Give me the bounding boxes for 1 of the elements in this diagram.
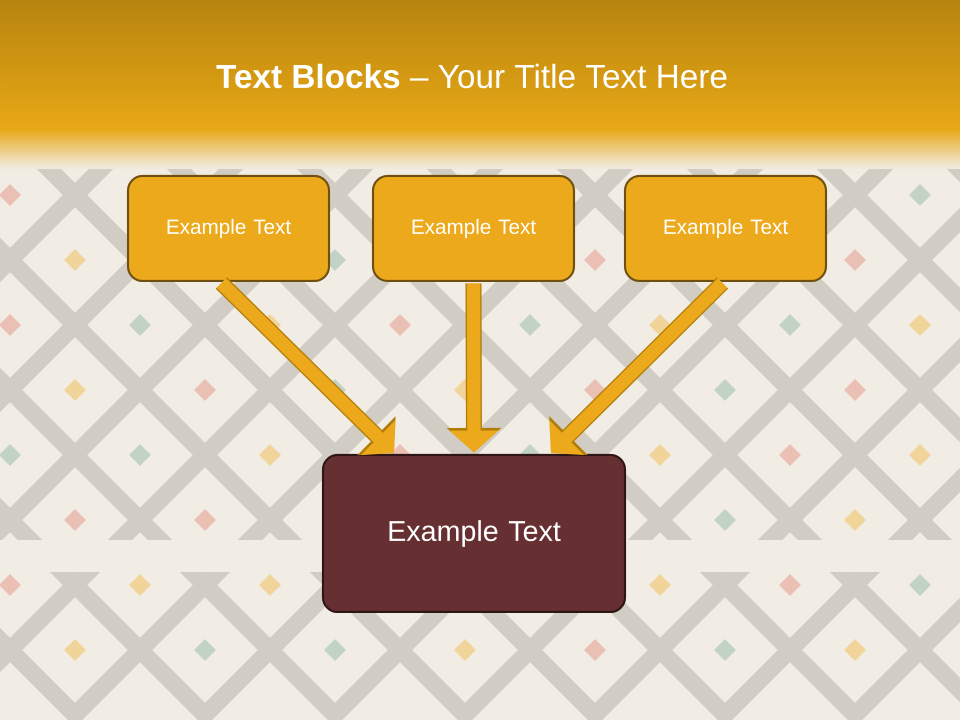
title: Text Blocks – Your Title Text Here bbox=[216, 64, 726, 88]
